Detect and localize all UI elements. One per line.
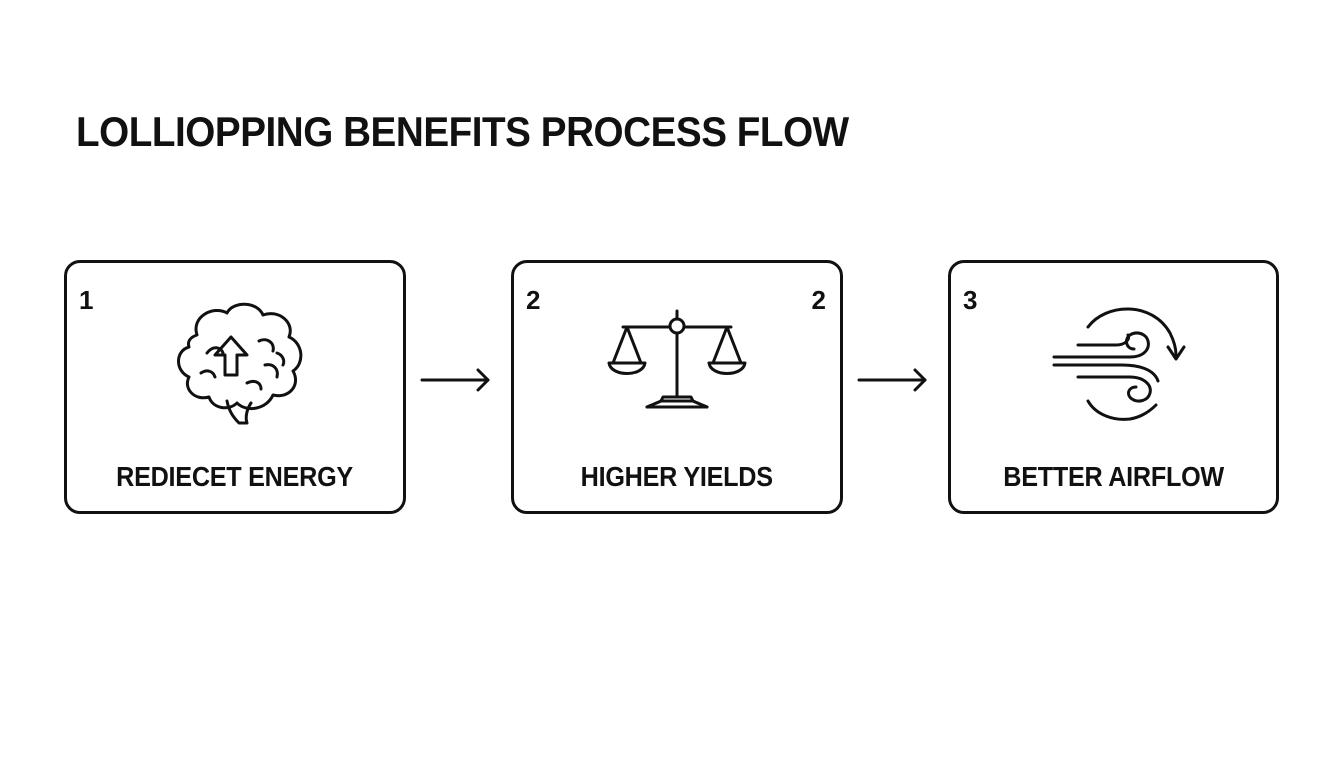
arrow-right-icon — [420, 368, 490, 392]
brain-up-arrow-icon — [177, 302, 303, 425]
step-box-3: 3 BETTER AIRFLOW — [948, 260, 1279, 514]
step-box-2: 2 2 HIGHER YIELDS — [511, 260, 843, 514]
step-number-secondary: 2 — [811, 285, 826, 315]
step-label: BETTER AIRFLOW — [1003, 461, 1224, 492]
step-number: 1 — [79, 285, 94, 315]
step-label: REDIECET ENERGY — [116, 461, 354, 492]
step-number: 2 — [526, 285, 541, 315]
step-number: 3 — [963, 285, 978, 315]
diagram-title: LOLLIOPPING BENEFITS PROCESS FLOW — [76, 108, 849, 155]
step-label: HIGHER YIELDS — [580, 461, 774, 492]
arrow-right-icon — [857, 368, 927, 392]
wind-airflow-icon — [1052, 307, 1185, 421]
step-box-1: 1 REDIECET ENERGY — [64, 260, 406, 514]
balance-scale-icon — [607, 309, 747, 409]
